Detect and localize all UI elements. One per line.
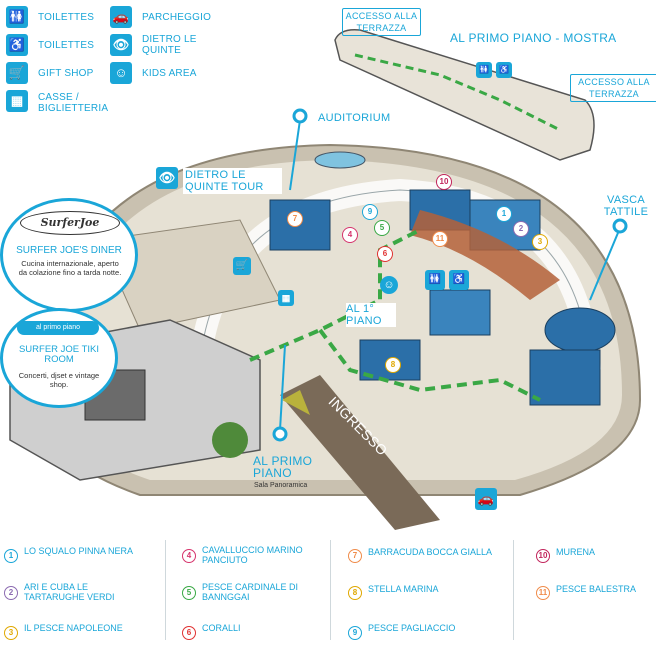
map-marker-9: 9 xyxy=(362,204,378,220)
tank-area-4 xyxy=(529,349,601,406)
entrance-ramp xyxy=(280,375,440,530)
map-marker-7: 7 xyxy=(287,211,303,227)
terrace-access-label-1: ACCESSO ALLA TERRAZZA xyxy=(342,8,421,36)
exhibit-label: MURENA xyxy=(556,547,596,557)
exhibit-number: 4 xyxy=(182,549,196,563)
map-shopping-cart-icon: 🛒 xyxy=(233,257,251,275)
terrace-access-label-2: ACCESSO ALLA TERRAZZA xyxy=(570,74,656,102)
exhibit-label: PESCE BALESTRA xyxy=(556,584,637,594)
auditorium-pin xyxy=(292,108,308,124)
restroom-icon: 🚻 xyxy=(6,6,28,28)
exhibit-number: 2 xyxy=(4,586,18,600)
first-floor-exhibition-label: AL PRIMO PIANO - MOSTRA xyxy=(450,31,617,45)
touch-tank-label: VASCA TATTILE xyxy=(603,194,649,218)
touch-tank-pointer xyxy=(589,227,621,301)
exhibit-label: LO SQUALO PINNA NERA xyxy=(24,546,134,556)
diner-logo: SurferJoe xyxy=(20,211,120,235)
tiki-room-callout: al primo piano SURFER JOE TIKI ROOM Conc… xyxy=(0,308,118,408)
tree xyxy=(212,422,248,458)
map-cash-register-icon: ▦ xyxy=(278,290,294,306)
backstage-eye-icon: 👁 xyxy=(156,167,178,189)
diner-callout: SurferJoe SURFER JOE'S DINER Cucina inte… xyxy=(0,198,138,312)
exhibit-number: 1 xyxy=(4,549,18,563)
legend-label-gift-shop: GIFT SHOP xyxy=(38,68,94,79)
exhibit-label: CORALLI xyxy=(202,623,241,633)
auditorium-label: AUDITORIUM xyxy=(318,112,391,124)
eye-icon: 👁 xyxy=(110,34,132,56)
exhibit-number: 7 xyxy=(348,549,362,563)
panoramic-pointer xyxy=(279,344,286,431)
panoramic-first-floor-label: AL PRIMO PIANO xyxy=(253,454,313,480)
map-marker-8: 8 xyxy=(385,357,401,373)
legend-label-parcheggio: PARCHEGGIO xyxy=(142,12,212,23)
exhibit-label: IL PESCE NAPOLEONE xyxy=(24,623,123,633)
visitor-route xyxy=(249,228,541,402)
exhibit-number: 3 xyxy=(4,626,18,640)
diner-title: SURFER JOE'S DINER xyxy=(16,245,122,256)
aquarium-map xyxy=(9,28,642,530)
map-marker-2: 2 xyxy=(513,221,529,237)
legend-label-toilettes-accessible: TOILETTES xyxy=(38,40,95,51)
roof-pool xyxy=(314,151,366,169)
exhibit-number: 10 xyxy=(536,549,550,563)
map-marker-1: 1 xyxy=(496,206,512,222)
touch-tank xyxy=(544,307,616,353)
legend-divider-1 xyxy=(165,540,166,640)
map-marker-5: 5 xyxy=(374,220,390,236)
exhibit-number: 9 xyxy=(348,626,362,640)
exhibit-label: CAVALLUCCIO MARINO PANCIUTO xyxy=(202,545,303,565)
legend-label-kids-area: KIDS AREA xyxy=(142,68,197,79)
backstage-tour-label: DIETRO LE QUINTE TOUR xyxy=(183,168,282,194)
map-marker-3: 3 xyxy=(532,234,548,250)
map-accessible-restroom-top-icon: ♿ xyxy=(496,62,512,78)
map-restroom-top-icon: 🚻 xyxy=(476,62,492,78)
exhibit-label: ARI E CUBA LE TARTARUGHE VERDI xyxy=(24,582,115,602)
tiki-room-title: SURFER JOE TIKI ROOM xyxy=(18,344,100,365)
smiley-icon: ☺ xyxy=(110,62,132,84)
first-floor-route xyxy=(354,53,561,132)
panoramic-pin xyxy=(272,426,288,442)
tiki-room-description: Concerti, djset e vintage shop. xyxy=(18,371,100,389)
exhibit-label: PESCE CARDINALE DI BANNGGAI xyxy=(202,582,299,602)
touch-tank-pin xyxy=(612,218,628,234)
map-marker-6: 6 xyxy=(377,246,393,262)
exhibit-label: BARRACUDA BOCCA GIALLA xyxy=(368,547,493,557)
legend-label-dietro-le-quinte: DIETRO LE QUINTE xyxy=(142,34,197,56)
map-accessible-restroom-icon: ♿ xyxy=(449,270,469,290)
entrance-arrow xyxy=(282,390,310,415)
exhibit-number: 5 xyxy=(182,586,196,600)
map-marker-10: 10 xyxy=(436,174,452,190)
exhibit-number: 11 xyxy=(536,586,550,600)
tank-area-6 xyxy=(429,289,491,336)
legend-divider-3 xyxy=(513,540,514,640)
coral-tank xyxy=(410,210,560,300)
map-marker-11: 11 xyxy=(432,231,448,247)
car-icon: 🚗 xyxy=(110,6,132,28)
exhibit-label: PESCE PAGLIACCIO xyxy=(368,623,456,633)
tiki-floor-tag: al primo piano xyxy=(17,321,99,335)
map-smiley-icon: ☺ xyxy=(380,276,398,294)
map-marker-4: 4 xyxy=(342,227,358,243)
legend-label-casse: CASSE / BIGLIETTERIA xyxy=(38,92,109,114)
legend-label-toilettes: TOILETTES xyxy=(38,12,95,23)
cash-register-icon: ▦ xyxy=(6,90,28,112)
first-floor-short-label: AL 1° PIANO xyxy=(346,303,396,327)
map-restroom-icon: 🚻 xyxy=(425,270,445,290)
accessible-restroom-icon: ♿ xyxy=(6,34,28,56)
diner-description: Cucina internazionale, aperto da colazio… xyxy=(18,259,122,277)
exhibit-number: 6 xyxy=(182,626,196,640)
tank-area-2 xyxy=(269,199,331,251)
exhibit-label: STELLA MARINA xyxy=(368,584,439,594)
shopping-cart-icon: 🛒 xyxy=(6,62,28,84)
auditorium-pointer xyxy=(289,119,301,191)
map-parking-icon: 🚗 xyxy=(475,488,497,510)
legend-divider-2 xyxy=(330,540,331,640)
first-floor-building xyxy=(334,28,595,161)
exhibit-number: 8 xyxy=(348,586,362,600)
panoramic-room-label: Sala Panoramica xyxy=(254,482,308,489)
